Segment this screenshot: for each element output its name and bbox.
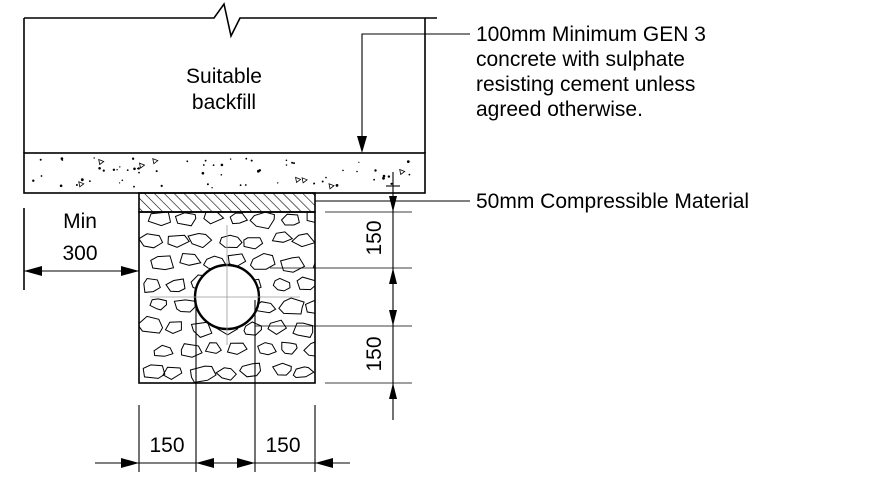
backfill-label-line2: backfill bbox=[192, 91, 256, 114]
compressible-note: 50mm Compressible Material bbox=[476, 190, 749, 213]
concrete-leader bbox=[357, 33, 470, 153]
dim-vertical-bottom: 150 bbox=[363, 336, 386, 371]
vertical-dimension: 150 150 bbox=[255, 172, 412, 420]
dim-vertical-top: 150 bbox=[363, 220, 386, 255]
backfill-label-line1: Suitable bbox=[186, 65, 262, 88]
dim-horizontal-left: 150 bbox=[149, 434, 184, 457]
pipe bbox=[150, 225, 300, 345]
concrete-note-line4: agreed otherwise. bbox=[476, 98, 643, 121]
concrete-note: 100mm Minimum GEN 3 concrete with sulpha… bbox=[476, 23, 706, 121]
dim-horizontal-right: 150 bbox=[265, 434, 300, 457]
concrete-note-line3: resisting cement unless bbox=[476, 73, 695, 96]
compressible-layer bbox=[138, 192, 316, 213]
concrete-note-line2: concrete with sulphate bbox=[476, 48, 685, 71]
concrete-slab bbox=[23, 152, 426, 194]
backfill-zone: Suitable backfill bbox=[23, 2, 437, 153]
min-label-line1: Min bbox=[63, 210, 97, 233]
concrete-note-line1: 100mm Minimum GEN 3 bbox=[476, 23, 706, 46]
horizontal-dimension: 150 150 bbox=[95, 300, 350, 472]
min-dimension: Min 300 bbox=[23, 208, 139, 290]
min-label-line2: 300 bbox=[62, 242, 97, 265]
granular-bed bbox=[138, 211, 316, 384]
